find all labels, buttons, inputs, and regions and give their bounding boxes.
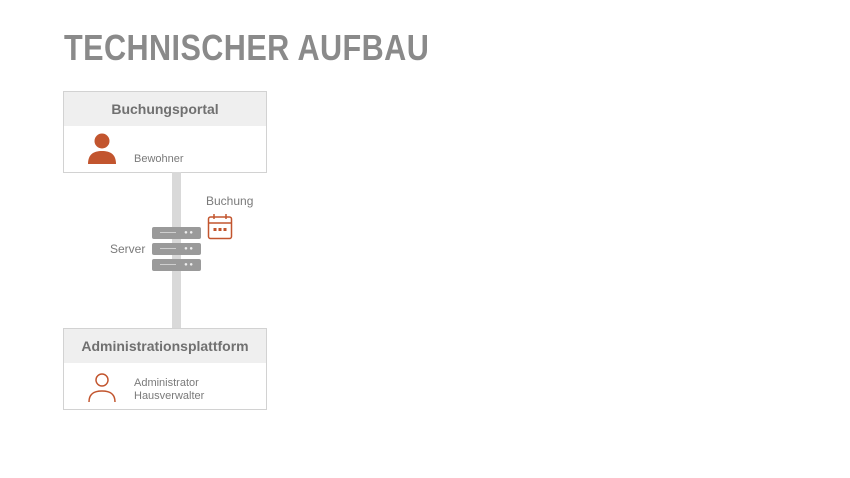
server-icon: ● ● ● ● ● ● — [152, 227, 201, 275]
property-manager-label: Hausverwalter — [134, 390, 205, 402]
server-label: Server — [110, 242, 146, 256]
booking-portal-title: Buchungsportal — [64, 92, 266, 126]
booking-label: Buchung — [206, 194, 254, 208]
resident-label: Bewohner — [134, 153, 184, 165]
administrator-label: Administrator — [134, 377, 199, 389]
resident-person-icon — [88, 133, 116, 164]
calendar-icon — [207, 214, 233, 240]
admin-platform-box: Administrationsplattform Administrator H… — [63, 328, 267, 410]
page-title: TECHNISCHER AUFBAU — [64, 27, 430, 68]
admin-platform-title: Administrationsplattform — [64, 329, 266, 363]
booking-portal-box: Buchungsportal Bewohner — [63, 91, 267, 173]
admin-person-icon — [88, 373, 116, 403]
